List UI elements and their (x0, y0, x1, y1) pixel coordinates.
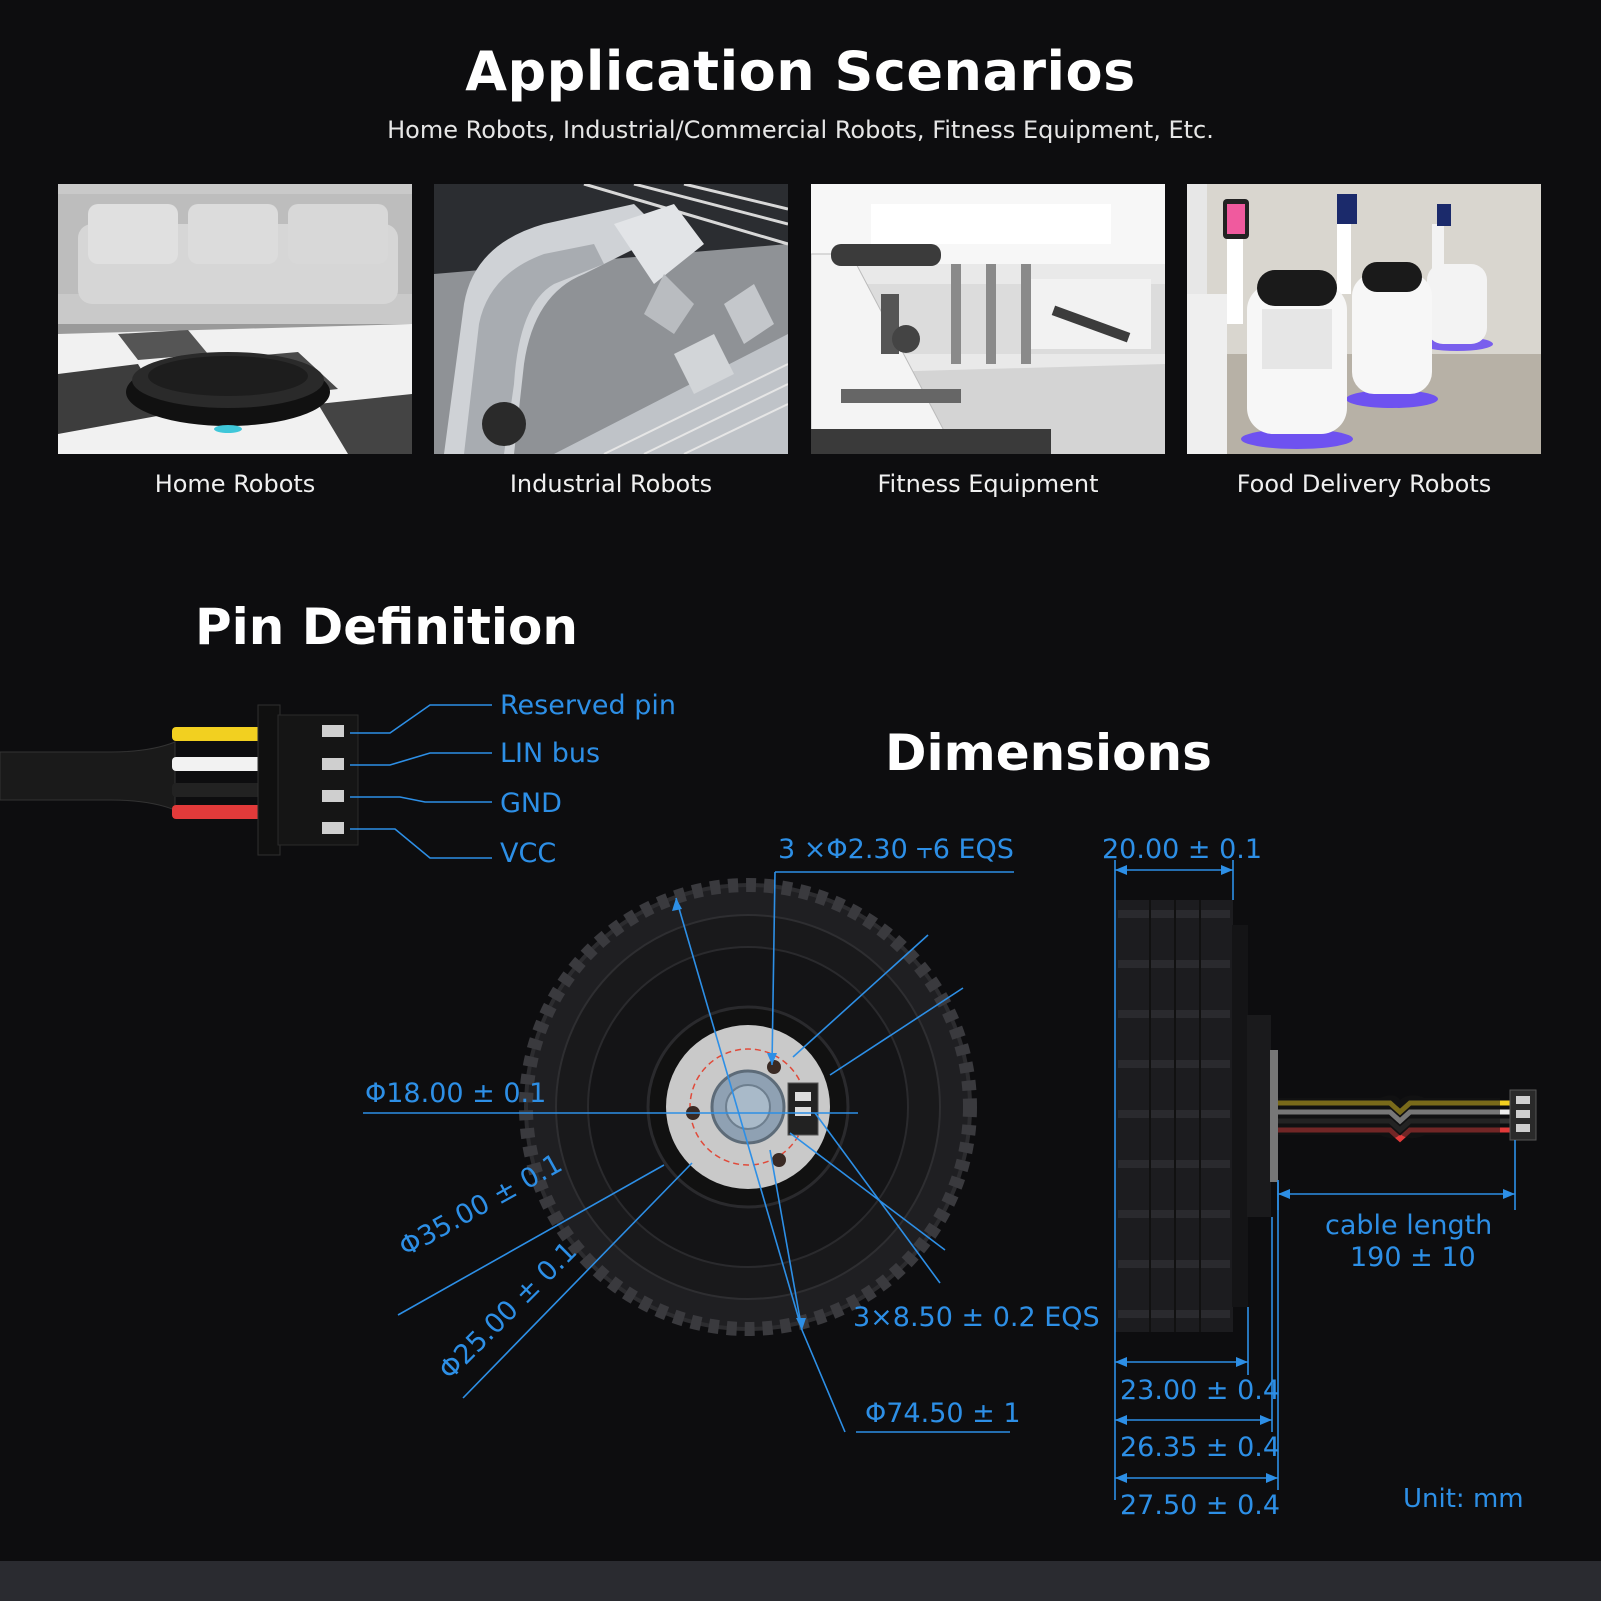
dim-inner-diameter: Φ18.00 ± 0.1 (365, 1078, 547, 1109)
dim-holes: 3 ×Φ2.30 ⫟6 EQS (778, 834, 1014, 865)
wire-2 (172, 783, 262, 797)
scenario-image-food-delivery-robots (1187, 184, 1541, 454)
scenario-image-home-robots (58, 184, 412, 454)
dimension-arrows (672, 865, 1515, 1483)
page-title: Application Scenarios (465, 40, 1136, 103)
scenario-label: Fitness Equipment (877, 470, 1099, 498)
dim-slot: 3×8.50 ± 0.2 EQS (853, 1302, 1100, 1333)
connector-illustration (0, 704, 492, 859)
dim-width-26: 26.35 ± 0.4 (1120, 1432, 1281, 1463)
motor-side-view (1115, 900, 1537, 1332)
dim-cable-label: cable length (1325, 1210, 1493, 1241)
scenario-image-industrial-robots (434, 184, 788, 454)
pin-definition-title: Pin Definition (195, 598, 578, 656)
unit-label: Unit: mm (1403, 1484, 1524, 1514)
pin-label-gnd: GND (500, 788, 562, 819)
dimension-lines (363, 860, 1516, 1500)
scenario-label: Food Delivery Robots (1236, 470, 1492, 498)
wire-3 (172, 805, 262, 819)
scenario-label: Home Robots (154, 470, 316, 498)
pin-label-reserved: Reserved pin (500, 690, 677, 721)
wire-0 (172, 727, 262, 741)
pin-label-lin-bus: LIN bus (500, 738, 601, 769)
dim-cable-value: 190 ± 10 (1350, 1242, 1476, 1273)
wire-1 (172, 757, 262, 771)
motor-front-view (519, 878, 977, 1336)
dim-width-top: 20.00 ± 0.1 (1102, 834, 1263, 865)
dim-width-23: 23.00 ± 0.4 (1120, 1375, 1281, 1406)
scenario-label: Industrial Robots (509, 470, 713, 498)
scenario-image-fitness-equipment (811, 184, 1165, 454)
dimensions-title: Dimensions (885, 724, 1212, 782)
page-subtitle: Home Robots, Industrial/Commercial Robot… (387, 116, 1214, 144)
dim-outer-diameter: Φ74.50 ± 1 (865, 1398, 1021, 1429)
footer-bar (0, 1561, 1601, 1601)
dim-width-27: 27.50 ± 0.4 (1120, 1490, 1281, 1521)
pin-label-vcc: VCC (500, 838, 557, 869)
